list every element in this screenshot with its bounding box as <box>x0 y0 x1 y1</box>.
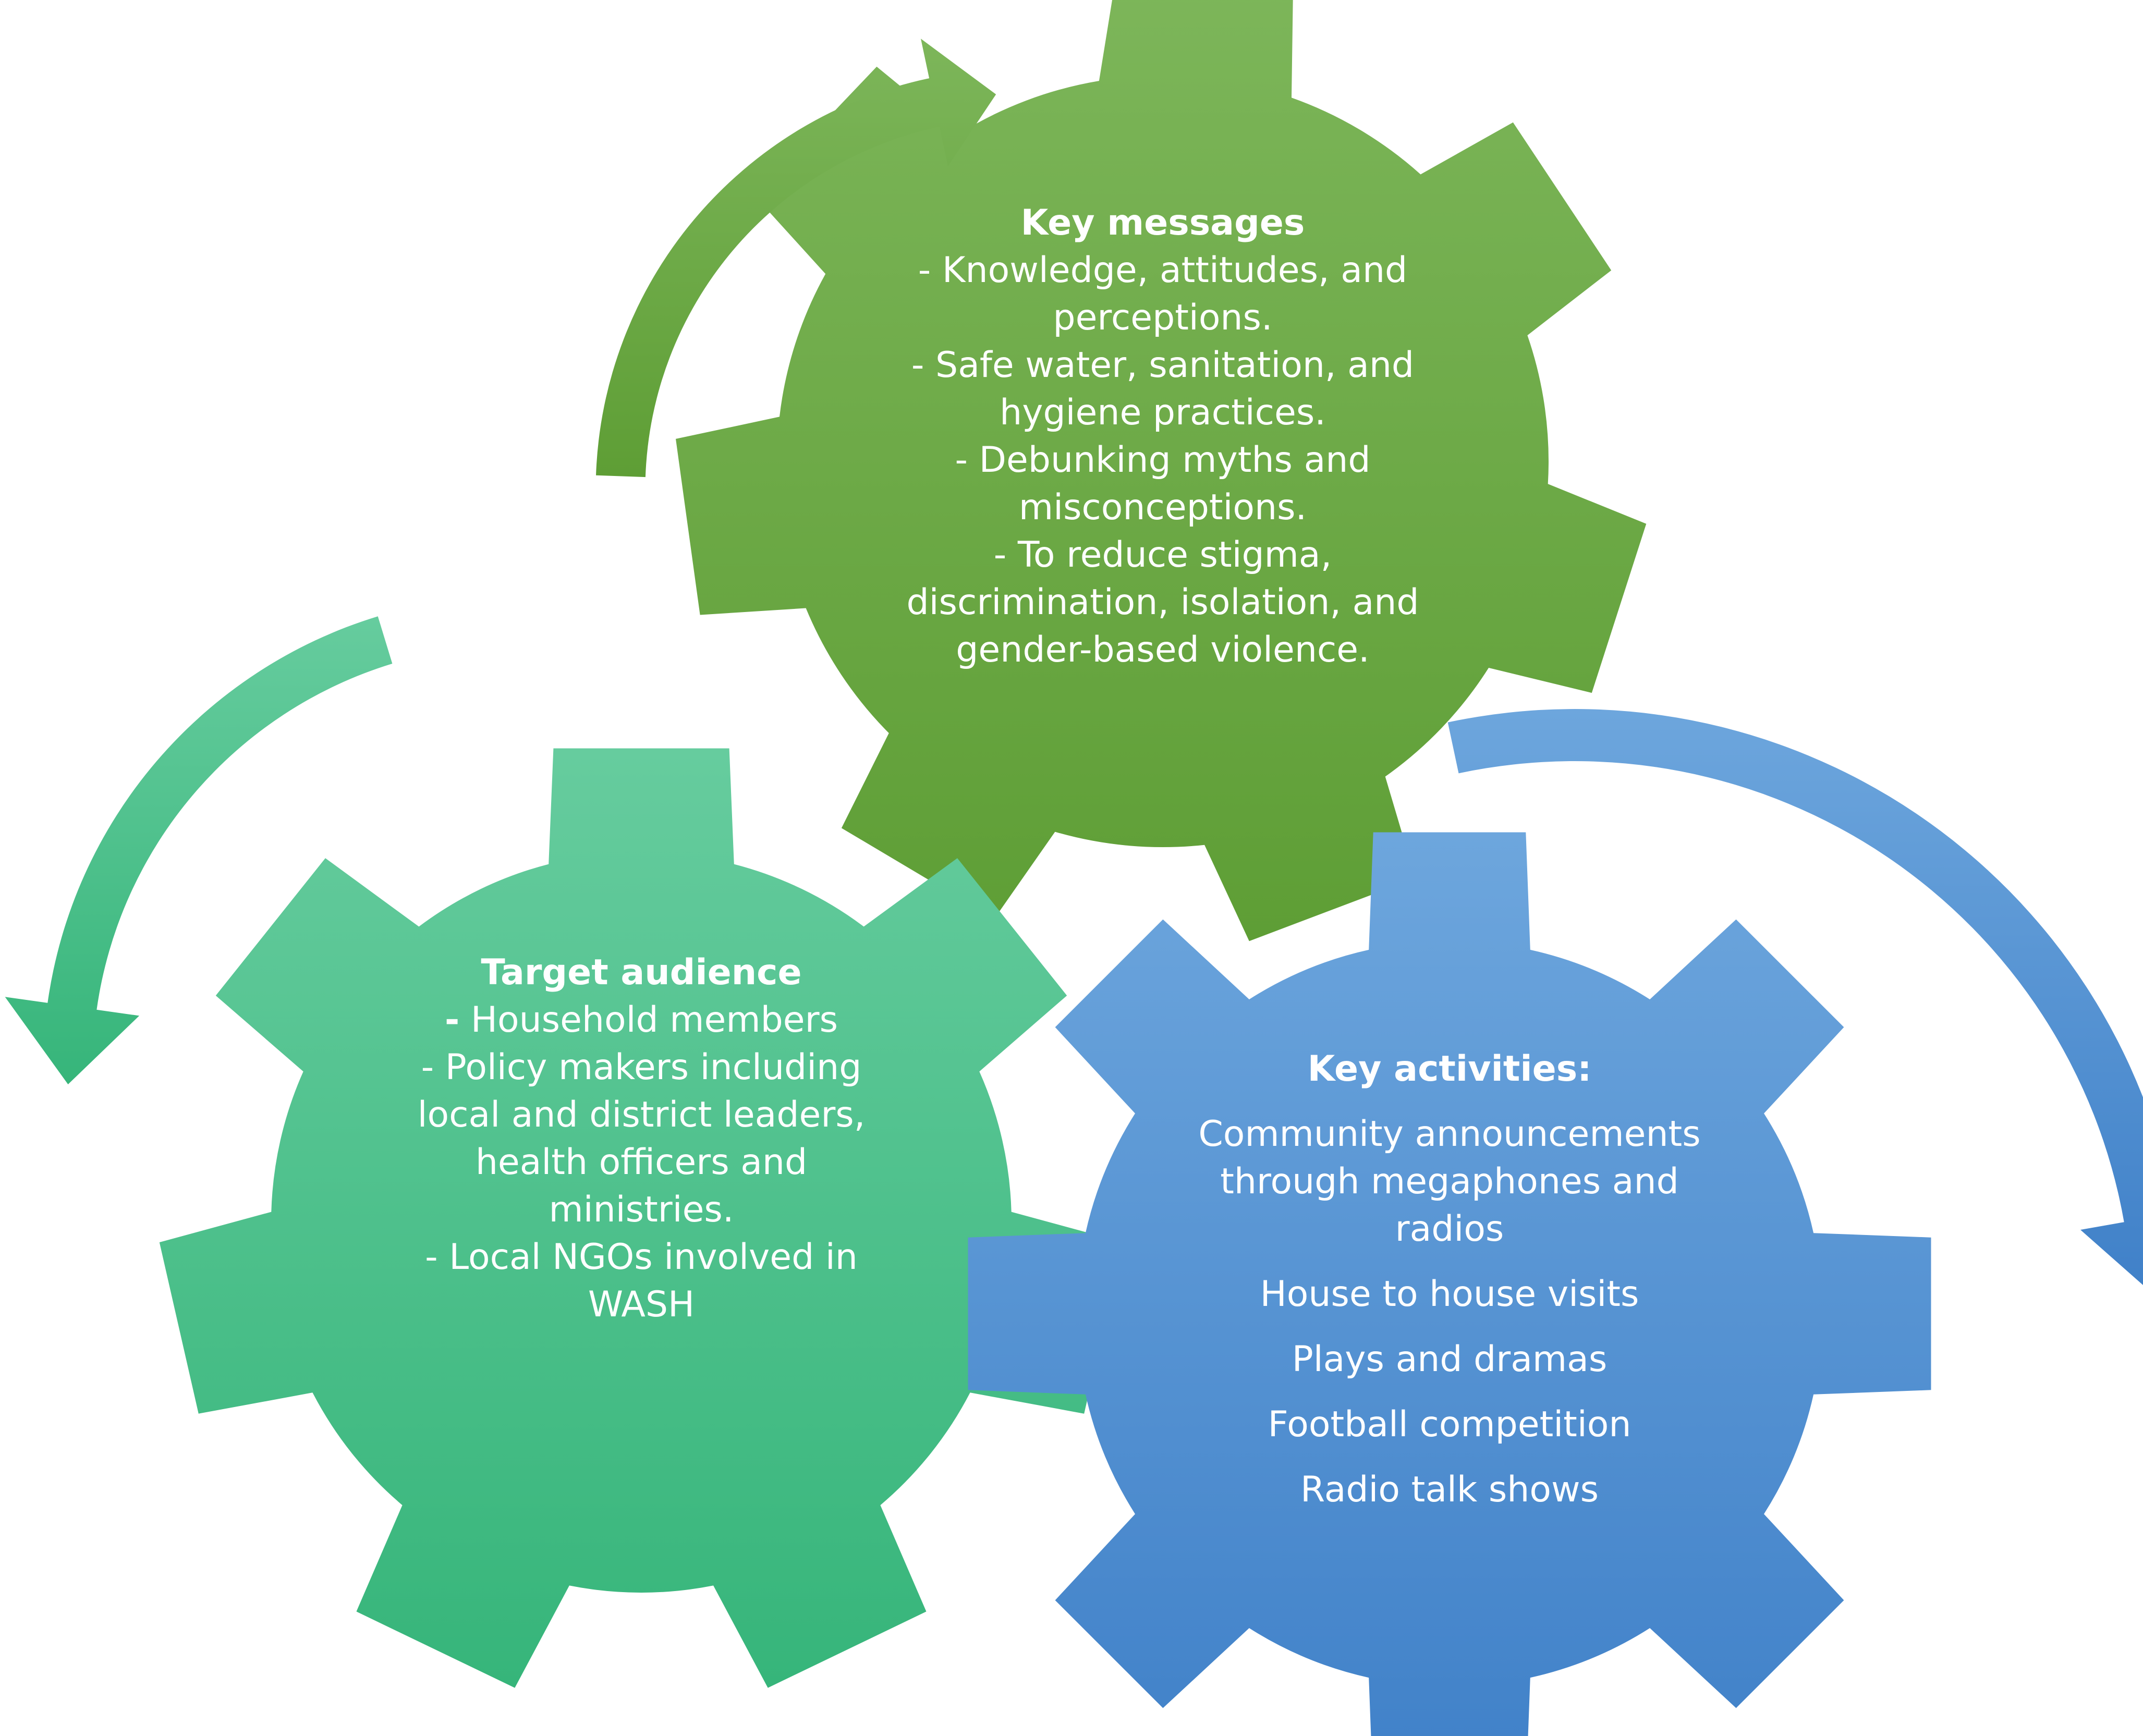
target-audience-gear <box>159 748 1124 1688</box>
key-activities-line: through megaphones and <box>1220 1161 1679 1202</box>
key-activities-item: Football competition <box>1268 1404 1631 1445</box>
key-activities-line: radios <box>1395 1208 1504 1250</box>
key-activities-text: Key activities: Community announcements … <box>1137 1045 1762 1513</box>
key-activities-item: House to house visits <box>1260 1274 1639 1315</box>
target-audience-first-item: Household members <box>459 999 838 1041</box>
target-audience-line: WASH <box>588 1284 695 1325</box>
key-messages-line: - Safe water, sanitation, and <box>911 345 1415 386</box>
key-messages-line: - Debunking myths and <box>955 439 1371 481</box>
key-activities-item: Radio talk shows <box>1300 1469 1599 1510</box>
target-audience-line: health officers and <box>475 1142 808 1183</box>
key-messages-title: Key messages <box>1020 202 1305 243</box>
target-audience-line: local and district leaders, <box>417 1094 866 1135</box>
target-audience-text: Target audience - Household members - Po… <box>381 949 902 1328</box>
target-audience-line: ministries. <box>549 1189 734 1230</box>
key-messages-line: misconceptions. <box>1018 487 1307 528</box>
target-audience-line: - Policy makers including <box>421 1047 862 1088</box>
key-messages-text: Key messages - Knowledge, attitudes, and… <box>855 199 1470 674</box>
target-audience-line: - Household members <box>381 996 902 1044</box>
key-messages-line: gender-based violence. <box>956 629 1370 670</box>
key-activities-line: Community announcements <box>1198 1114 1701 1155</box>
key-messages-line: - Knowledge, attitudes, and <box>918 250 1408 291</box>
key-activities-item: Plays and dramas <box>1292 1339 1608 1380</box>
key-messages-line: discrimination, isolation, and <box>906 582 1419 623</box>
key-messages-line: hygiene practices. <box>1000 392 1326 433</box>
community-announcements-item: Community announcements through megaphon… <box>1137 1110 1762 1253</box>
green-cycle-arrow <box>596 39 996 478</box>
key-activities-title: Key activities: <box>1307 1048 1592 1090</box>
target-audience-title: Target audience <box>481 952 802 993</box>
key-messages-line: - To reduce stigma, <box>993 534 1332 576</box>
target-audience-dash: - <box>444 999 460 1041</box>
target-audience-line: - Local NGOs involved in <box>425 1237 858 1278</box>
key-messages-gear <box>676 0 1647 942</box>
key-activities-gear <box>968 832 1931 1736</box>
teal-cycle-arrow <box>5 616 393 1084</box>
key-messages-line: perceptions. <box>1053 297 1273 338</box>
